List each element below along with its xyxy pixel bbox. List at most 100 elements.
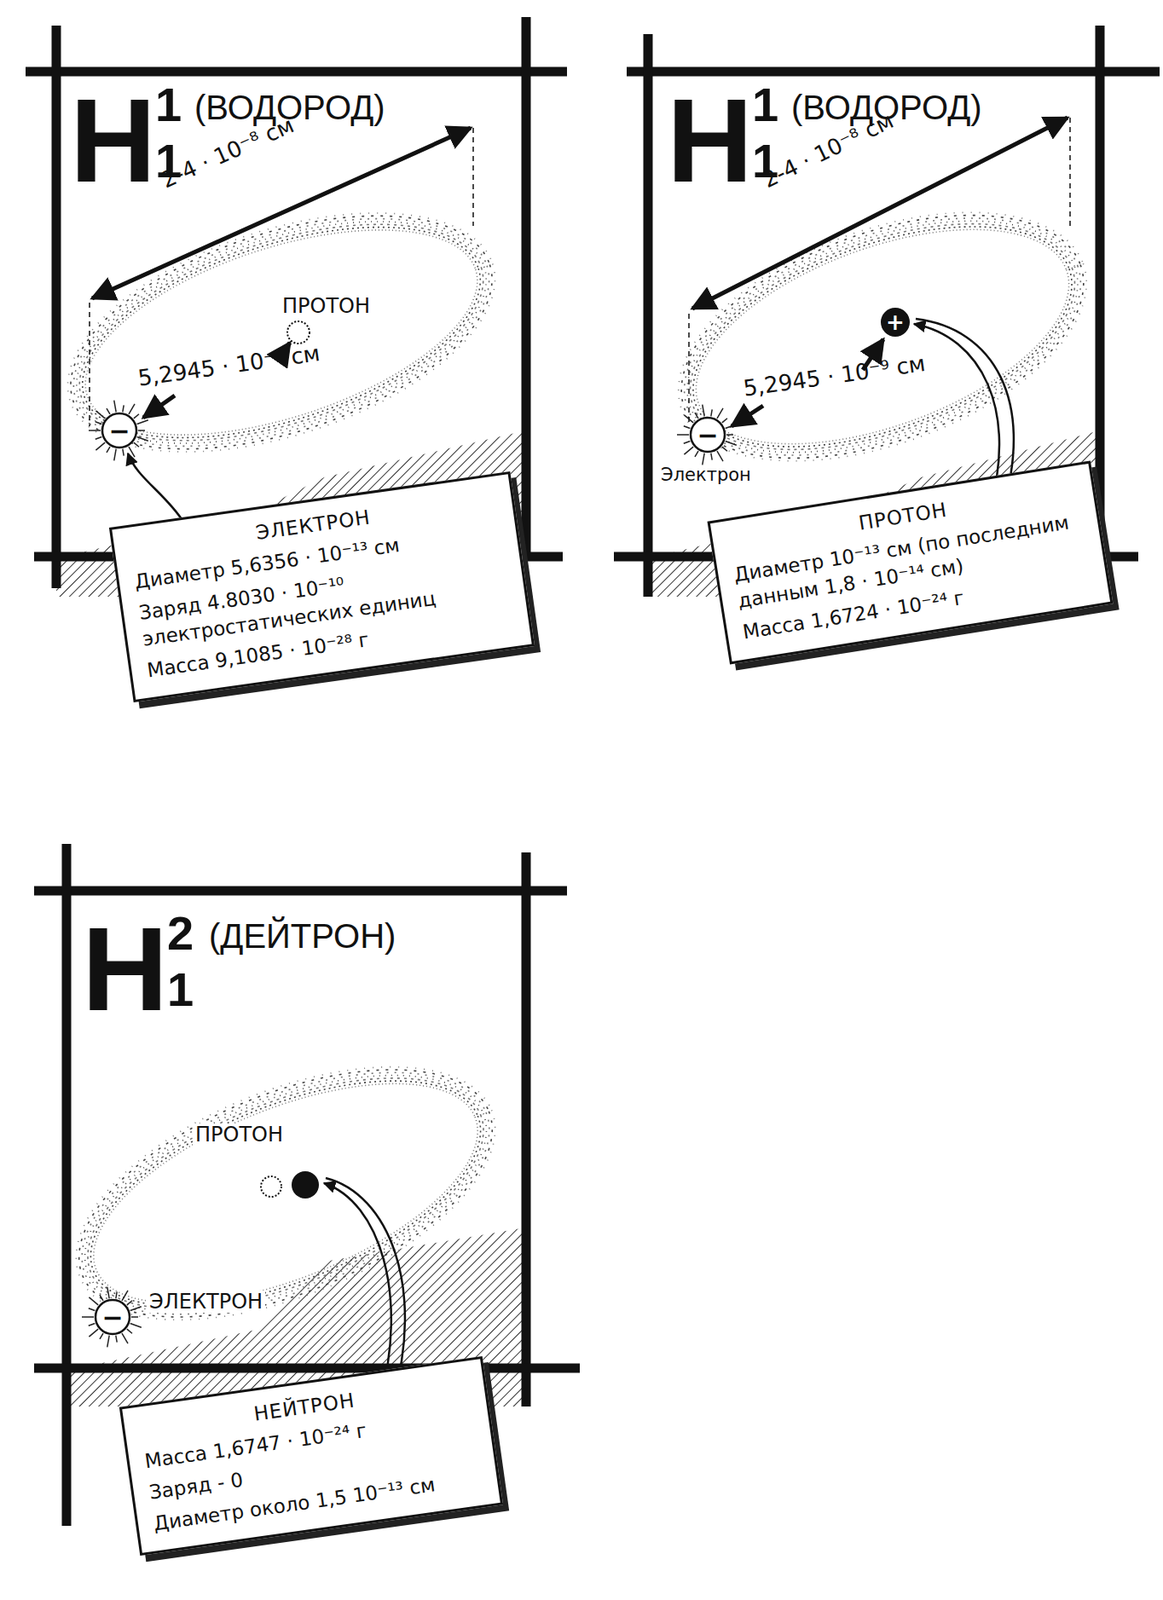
electron-ray — [683, 441, 691, 445]
electron-ray — [88, 1308, 96, 1312]
electron-body — [102, 413, 137, 448]
electron-ray — [683, 415, 694, 423]
orbit-stipple — [48, 1023, 522, 1365]
electron-ray — [115, 1336, 117, 1343]
electron-ray — [99, 1295, 104, 1302]
element-symbol: H — [666, 75, 753, 207]
electron-ray — [88, 1297, 99, 1306]
electron-ray — [130, 1324, 142, 1329]
electron-ray — [133, 442, 139, 447]
orbit-stipple — [38, 166, 525, 499]
electron-ray — [683, 426, 691, 429]
orbit-stipple — [645, 162, 1121, 510]
electron-ray — [122, 449, 124, 457]
electron-ray — [138, 429, 145, 432]
electron-ray — [106, 408, 110, 415]
orbit-stipple — [57, 1030, 515, 1357]
electron-ray — [128, 404, 135, 415]
particle-label: ПРОТОН — [192, 1123, 286, 1146]
electron-ray — [130, 1307, 142, 1312]
electron-ray — [95, 442, 105, 451]
electron-ray — [683, 446, 694, 455]
mass-number: 2 — [167, 907, 194, 961]
mass-number: 1 — [752, 78, 779, 132]
orbit-stipple — [656, 174, 1109, 499]
orbit-stipple — [60, 1034, 511, 1353]
electron-ray — [106, 446, 110, 453]
orbit-stipple — [648, 167, 1117, 507]
orbit-stipple — [668, 185, 1098, 487]
orbit-stipple — [49, 177, 514, 488]
leader-arrow — [127, 318, 1014, 1403]
electron-ray — [726, 433, 734, 436]
electron-orbit — [38, 162, 1120, 1372]
particle-label: ПРОТОН — [279, 295, 373, 318]
orbit-stipple — [64, 1038, 508, 1349]
orbit-stipple — [53, 181, 510, 485]
distance-label: 5,2945 · 10⁻⁹ см — [741, 351, 927, 401]
electron-ray — [702, 453, 705, 466]
charge-sign: − — [108, 416, 130, 446]
electron-ray — [137, 420, 149, 425]
electron-ray — [717, 451, 724, 462]
electron-ray — [725, 441, 737, 446]
charge-sign: − — [696, 421, 718, 450]
electron-ray — [122, 405, 124, 412]
frame-lines — [25, 17, 1160, 1527]
orbit-stipple — [45, 1018, 527, 1369]
electron-ray — [114, 400, 116, 413]
proton-symbol — [260, 307, 910, 1198]
electron-ray — [133, 414, 139, 419]
electron-ray — [95, 410, 105, 419]
electron-ray — [676, 433, 689, 436]
electron-ray — [127, 1329, 133, 1334]
electron-ray — [88, 1324, 96, 1327]
hatched-ground — [56, 430, 1100, 1407]
electron-ray — [137, 437, 149, 442]
electron-ray — [81, 1316, 94, 1319]
electron-body — [95, 1300, 130, 1335]
electron-ray — [722, 418, 728, 423]
charge-sign: − — [101, 1303, 123, 1332]
electron-ray — [722, 446, 728, 452]
electron-ray — [702, 405, 705, 417]
dimension-line — [89, 117, 1071, 427]
charge-sign: + — [885, 310, 905, 336]
electron-ray — [95, 437, 103, 440]
orbit-stipple — [40, 1015, 530, 1373]
electron-ray — [121, 1290, 128, 1302]
electron-ray — [114, 449, 116, 462]
electron-ray — [107, 1336, 110, 1349]
electron-ray — [88, 429, 101, 432]
mass-number: 1 — [155, 78, 182, 132]
electron-ray — [99, 1333, 104, 1340]
electron-ray — [694, 412, 699, 419]
atomic-number: 1 — [167, 963, 194, 1017]
element-name: (ДЕЙТРОН) — [208, 917, 396, 955]
element-symbol: H — [81, 903, 168, 1036]
electron-symbol — [81, 400, 737, 1349]
electron-ray — [717, 408, 724, 419]
electron-ray — [88, 1329, 99, 1337]
orbit-stipple — [52, 1026, 519, 1360]
particle-label: Электрон — [658, 465, 754, 486]
orbit-stipple — [653, 170, 1113, 503]
info-card: ПРОТОНДиаметр 10⁻¹³ см (по последним дан… — [706, 460, 1113, 665]
electron-ray — [121, 1333, 128, 1344]
electron-ray — [107, 1287, 110, 1300]
electron-ray — [131, 1316, 139, 1319]
orbit-stipple — [46, 173, 517, 492]
orbit-stipple — [664, 182, 1101, 492]
distance-label: 5,2945 · 10⁻⁹ см — [136, 341, 322, 391]
neutron-symbol — [291, 1171, 319, 1199]
electron-ray — [711, 409, 712, 417]
electron-ray — [115, 1291, 117, 1299]
element-symbol: H — [69, 75, 157, 207]
info-card: ЭЛЕКТРОНДиаметр 5,6356 · 10⁻¹³ смЗаряд 4… — [109, 471, 535, 703]
orbit-stipple — [41, 169, 521, 495]
electron-ray — [127, 1301, 133, 1306]
particle-label: ЭЛЕКТРОН — [146, 1290, 266, 1314]
electron-ray — [694, 451, 699, 458]
electron-body — [690, 417, 725, 452]
